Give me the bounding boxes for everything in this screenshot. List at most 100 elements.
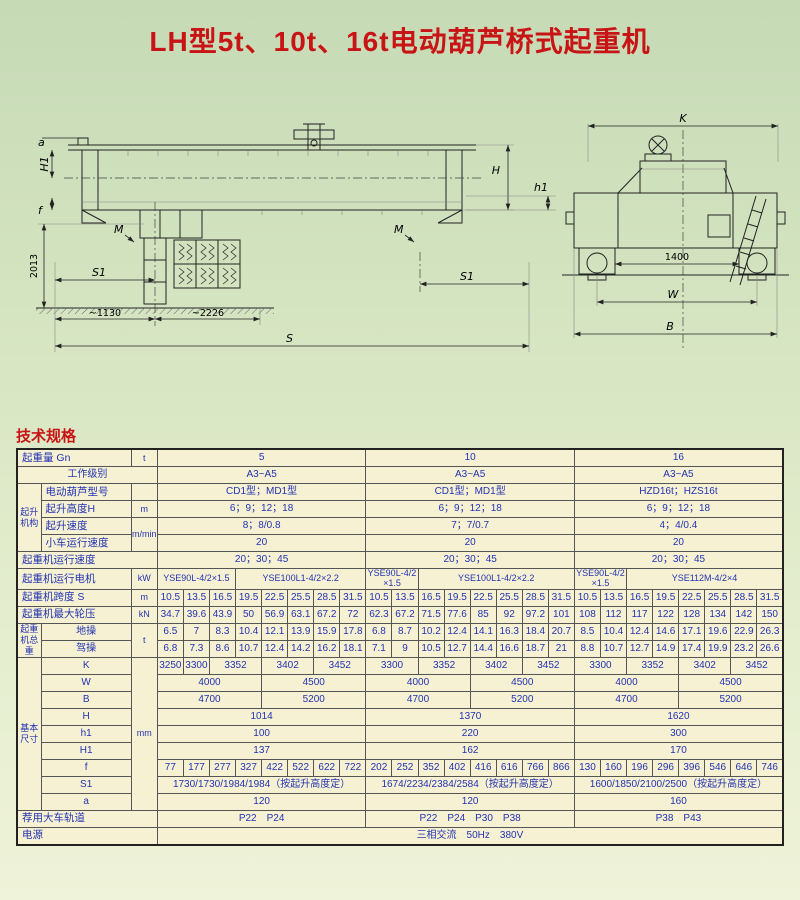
table-cell: 16 xyxy=(573,448,784,467)
table-cell: 7.1 xyxy=(365,639,393,658)
table-cell: 13.5 xyxy=(391,588,419,607)
table-cell: 6.5 xyxy=(156,622,184,641)
girder-stiffeners xyxy=(127,150,429,215)
dim-label-m-right: M xyxy=(394,223,404,236)
table-cell: 19.5 xyxy=(235,588,263,607)
table-cell: 108 xyxy=(573,605,601,624)
table-cell: 荐用大车轨道 xyxy=(16,809,158,828)
end-view-drawing: K 1400 W B xyxy=(562,112,789,350)
dim-label-2013: 2013 xyxy=(29,254,40,278)
table-cell: 10.5 xyxy=(573,588,601,607)
table-cell: 72 xyxy=(339,605,367,624)
table-cell: 67.2 xyxy=(313,605,341,624)
table-cell: t xyxy=(130,622,158,658)
table-cell: 1674/2234/2384/2584（按起升高度定） xyxy=(365,775,575,794)
table-cell: A3~A5 xyxy=(156,466,367,484)
table-cell: 327 xyxy=(235,758,263,777)
table-cell: 396 xyxy=(678,758,706,777)
table-cell: 6；9；12；18 xyxy=(156,500,367,518)
table-cell: 26.6 xyxy=(756,639,784,658)
table-cell: 14.2 xyxy=(287,639,315,658)
table-cell: 4000 xyxy=(365,673,471,692)
table-cell: 522 xyxy=(287,758,315,777)
table-cell: 4500 xyxy=(469,673,575,692)
table-cell: 7 xyxy=(182,622,210,641)
table-cell: 4700 xyxy=(365,690,471,709)
table-cell: H1 xyxy=(40,741,132,760)
table-cell: 296 xyxy=(652,758,680,777)
table-cell: 3402 xyxy=(678,656,732,675)
table-cell: 63.1 xyxy=(287,605,315,624)
table-cell: W xyxy=(40,673,132,692)
table-cell: 252 xyxy=(391,758,419,777)
table-cell: B xyxy=(40,690,132,709)
table-cell: 15.9 xyxy=(313,622,341,641)
dim-label-s1-left: S1 xyxy=(92,266,106,279)
table-cell: 20.7 xyxy=(547,622,575,641)
table-cell: 28.5 xyxy=(313,588,341,607)
table-cell: 25.5 xyxy=(287,588,315,607)
table-cell: 18.4 xyxy=(521,622,549,641)
table-cell: 92 xyxy=(495,605,523,624)
table-cell: 3300 xyxy=(182,656,210,675)
table-cell: 14.1 xyxy=(469,622,497,641)
page-title: LH型5t、10t、16t电动葫芦桥式起重机 xyxy=(149,26,651,57)
table-cell: 20 xyxy=(573,534,784,552)
table-cell: 19.5 xyxy=(443,588,471,607)
table-cell: 77 xyxy=(156,758,184,777)
table-cell: 17.1 xyxy=(678,622,706,641)
table-cell: 3452 xyxy=(730,656,784,675)
table-cell: 21 xyxy=(547,639,575,658)
table-cell: 17.4 xyxy=(678,639,706,658)
table-cell: P38 P43 xyxy=(573,809,784,828)
table-cell: 18.7 xyxy=(521,639,549,658)
table-cell: 26.3 xyxy=(756,622,784,641)
table-cell: 3250 xyxy=(156,656,184,675)
table-cell: 7.3 xyxy=(182,639,210,658)
table-cell: 10.4 xyxy=(235,622,263,641)
group-label-basic-dimensions: 基本尺寸 xyxy=(16,656,42,811)
table-cell: 1620 xyxy=(573,707,784,726)
table-cell: a xyxy=(40,792,132,811)
group-label-crane-total-weight: 起重机总重 xyxy=(16,622,42,658)
table-cell: 622 xyxy=(313,758,341,777)
end-view-ladder xyxy=(729,195,767,286)
table-cell: 10.2 xyxy=(417,622,445,641)
table-cell: 1600/1850/2100/2500（按起升高度定） xyxy=(573,775,784,794)
table-cell: 3352 xyxy=(208,656,263,675)
table-cell: 14.6 xyxy=(652,622,680,641)
table-cell: 62.3 xyxy=(365,605,393,624)
table-cell: 31.5 xyxy=(339,588,367,607)
table-cell: 16.5 xyxy=(208,588,237,607)
table-cell: 142 xyxy=(730,605,758,624)
side-view-drawing-wrap: M M a H1 f 2013 S1 ~1130 ~2226 S1 S H h1 xyxy=(22,112,562,402)
table-cell: 416 xyxy=(469,758,497,777)
table-cell: 5200 xyxy=(678,690,784,709)
table-cell: kN xyxy=(130,605,158,624)
table-cell: 25.5 xyxy=(495,588,523,607)
table-cell: 31.5 xyxy=(547,588,575,607)
table-cell: 150 xyxy=(756,605,784,624)
table-cell: 17.8 xyxy=(339,622,367,641)
table-cell: 10.5 xyxy=(417,639,445,658)
table-cell: 300 xyxy=(573,724,784,743)
table-cell: 43.9 xyxy=(208,605,237,624)
table-cell: 16.5 xyxy=(417,588,445,607)
table-cell: 25.5 xyxy=(704,588,732,607)
table-cell: YSE90L-4/2×1.5 xyxy=(573,568,628,590)
table-cell: 三相交流 50Hz 380V xyxy=(156,826,784,846)
table-cell: kW xyxy=(130,568,158,590)
table-cell: 866 xyxy=(547,758,575,777)
table-cell: 12.4 xyxy=(626,622,654,641)
table-cell: 10.4 xyxy=(599,622,628,641)
table-cell: 起重机最大轮压 xyxy=(16,605,132,624)
table-cell: YSE100L1-4/2×2.2 xyxy=(235,568,367,590)
table-cell: 10.5 xyxy=(365,588,393,607)
